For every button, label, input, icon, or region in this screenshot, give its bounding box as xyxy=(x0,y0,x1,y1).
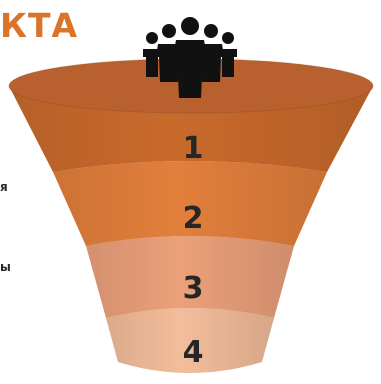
funnel-stage-4-label: 4 xyxy=(183,335,204,370)
people-group-icon xyxy=(143,17,237,98)
funnel-stage-2-label: 2 xyxy=(183,201,204,236)
funnel-stage-1-label: 1 xyxy=(183,131,204,166)
funnel-stage-3: 3 xyxy=(86,236,294,318)
side-text-fragment-2: ы xyxy=(0,260,11,274)
funnel-stage-2: 2 xyxy=(53,161,327,246)
funnel-stage-4: 4 xyxy=(106,308,274,373)
side-text-fragment-1: я xyxy=(0,180,8,194)
page-title: КТА xyxy=(0,6,79,45)
funnel-stage-3-label: 3 xyxy=(183,271,204,306)
